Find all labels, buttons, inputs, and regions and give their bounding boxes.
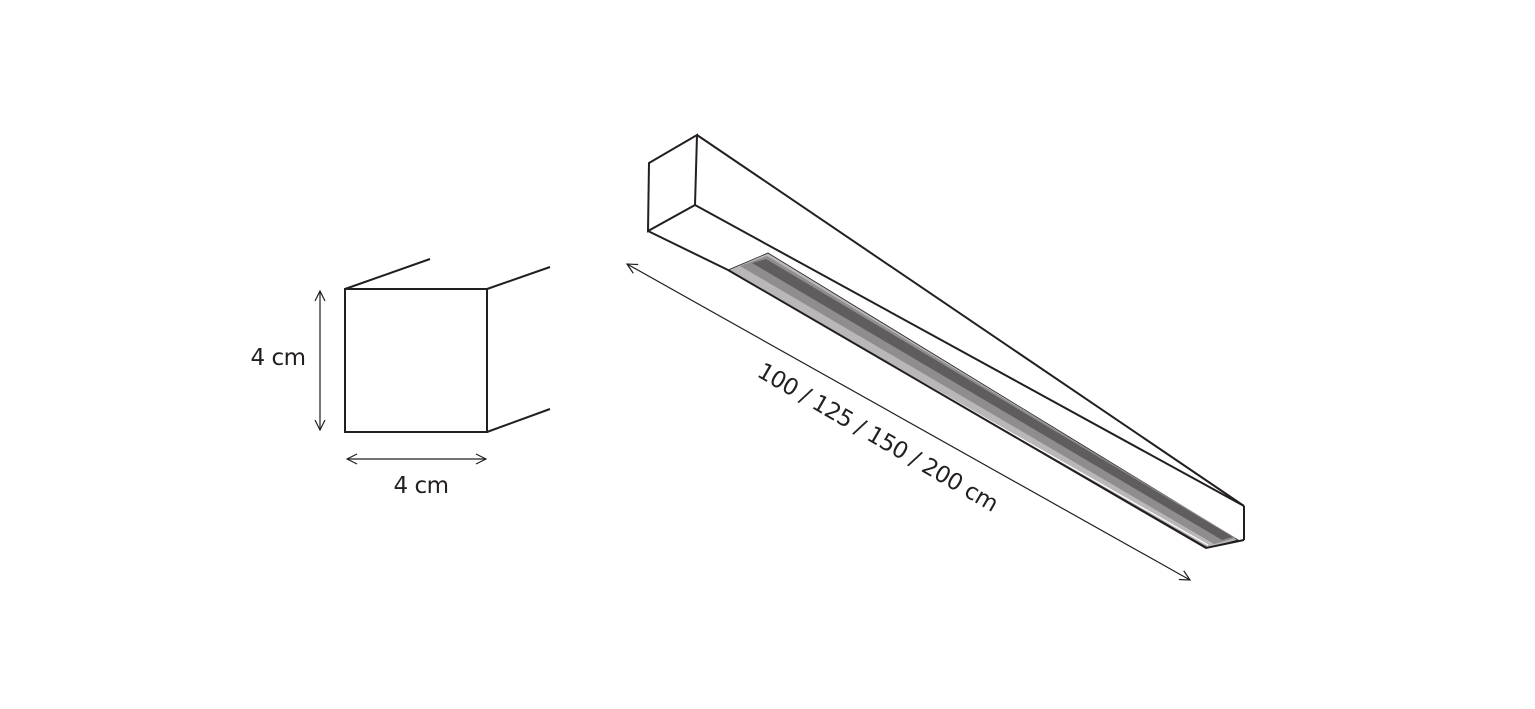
cross-section-profile bbox=[344, 258, 551, 433]
luminaire-side-edge bbox=[694, 204, 1245, 507]
length-dimension: 100 / 125 / 150 / 200 cm bbox=[627, 264, 1190, 580]
width-label: 4 cm bbox=[394, 473, 449, 499]
luminaire-top-edge bbox=[696, 134, 1245, 507]
profile-lower-right-edge bbox=[486, 408, 551, 433]
profile-upper-right-edge bbox=[486, 266, 551, 290]
profile-front-face bbox=[344, 288, 488, 433]
luminaire-end-face bbox=[646, 133, 699, 233]
profile-top-edge bbox=[344, 258, 431, 290]
height-label: 4 cm bbox=[251, 345, 306, 371]
height-dimension: 4 cm bbox=[251, 291, 321, 430]
length-dimension-arrow bbox=[627, 264, 1190, 580]
width-dimension: 4 cm bbox=[347, 459, 486, 499]
